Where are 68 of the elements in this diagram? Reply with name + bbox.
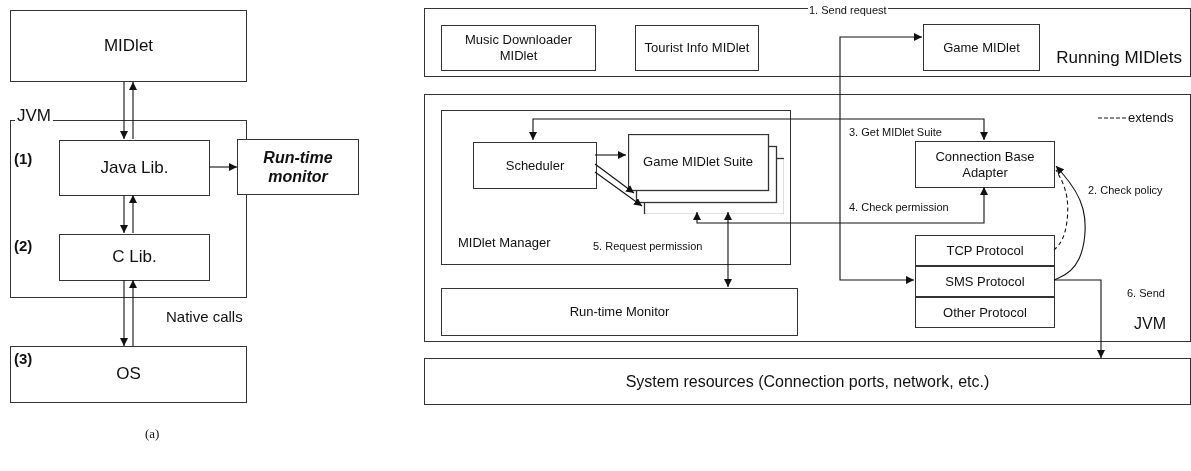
box-label: Run-time Monitor <box>568 304 671 320</box>
arrow <box>529 118 988 141</box>
group-label: JVM <box>1134 315 1166 333</box>
process-box <box>473 142 597 189</box>
process-box <box>441 288 798 336</box>
box-label: Game MIDlet <box>942 39 1021 56</box>
group-label: JVM <box>15 107 53 124</box>
arrow <box>594 151 627 159</box>
process-box <box>635 25 759 71</box>
process-box <box>10 346 247 403</box>
process-box <box>915 266 1055 297</box>
arrow <box>1053 279 1105 359</box>
annotation-label: (2) <box>14 237 33 254</box>
box-label: Other Protocol <box>942 304 1028 321</box>
process-box <box>915 141 1055 188</box>
figure-caption: (a) <box>145 426 160 442</box>
edge-label: 1. Send request <box>808 4 888 16</box>
box-label: C Lib. <box>111 247 158 268</box>
edge-label: 2. Check policy <box>1087 184 1164 196</box>
edge-label: 4. Check permission <box>848 201 950 213</box>
stacked-process-box <box>628 134 784 214</box>
process-box <box>10 10 247 82</box>
container-box <box>424 94 1191 342</box>
box-label: Game MIDlet Suite <box>643 154 753 170</box>
box-label: SMS Protocol <box>944 273 1026 290</box>
arrow <box>129 81 137 140</box>
arrow <box>120 81 128 140</box>
arrow <box>120 279 128 347</box>
arrow <box>839 33 923 284</box>
arrow <box>129 279 137 347</box>
connector-line <box>1053 169 1069 251</box>
process-box <box>59 234 210 281</box>
group-label: Running MIDlets <box>1056 48 1182 68</box>
box-label: Music Downloader MIDlet <box>464 32 573 64</box>
arrow <box>594 163 635 194</box>
box-label: TCP Protocol <box>945 242 1025 259</box>
process-box <box>424 358 1191 405</box>
box-label: OS <box>115 364 142 385</box>
edge-label: 3. Get MIDlet Suite <box>848 126 943 138</box>
process-box <box>923 24 1040 71</box>
arrow <box>1053 165 1086 281</box>
box-label: Tourist Info MIDlet <box>643 40 751 56</box>
arrow <box>724 211 732 288</box>
edge-label: 6. Send <box>1126 287 1166 299</box>
legend-label: extends <box>1128 110 1174 125</box>
arrow <box>208 163 238 171</box>
annotation-label: (1) <box>14 150 33 167</box>
box-label: Java Lib. <box>99 157 170 179</box>
container-box <box>441 110 791 265</box>
process-box <box>59 140 210 196</box>
container-box <box>424 8 1191 77</box>
arrow <box>594 171 643 207</box>
box-label: MIDlet <box>102 35 155 57</box>
arrow <box>129 194 137 234</box>
box-label: Run-time monitor <box>262 147 334 187</box>
group-label: MIDlet Manager <box>458 235 551 250</box>
box-label: Connection Base Adapter <box>934 148 1036 181</box>
annotation-label: Native calls <box>166 308 243 325</box>
arrow <box>120 194 128 234</box>
edge-label: 5. Request permission <box>592 240 704 252</box>
process-box <box>915 235 1055 266</box>
annotation-label: (3) <box>14 350 33 367</box>
box-label: Scheduler <box>504 157 566 174</box>
process-box <box>915 297 1055 328</box>
process-box <box>237 139 359 195</box>
process-box <box>441 25 596 71</box>
arrow <box>693 186 988 224</box>
box-label: System resources (Connection ports, network, etc.) <box>624 371 991 392</box>
